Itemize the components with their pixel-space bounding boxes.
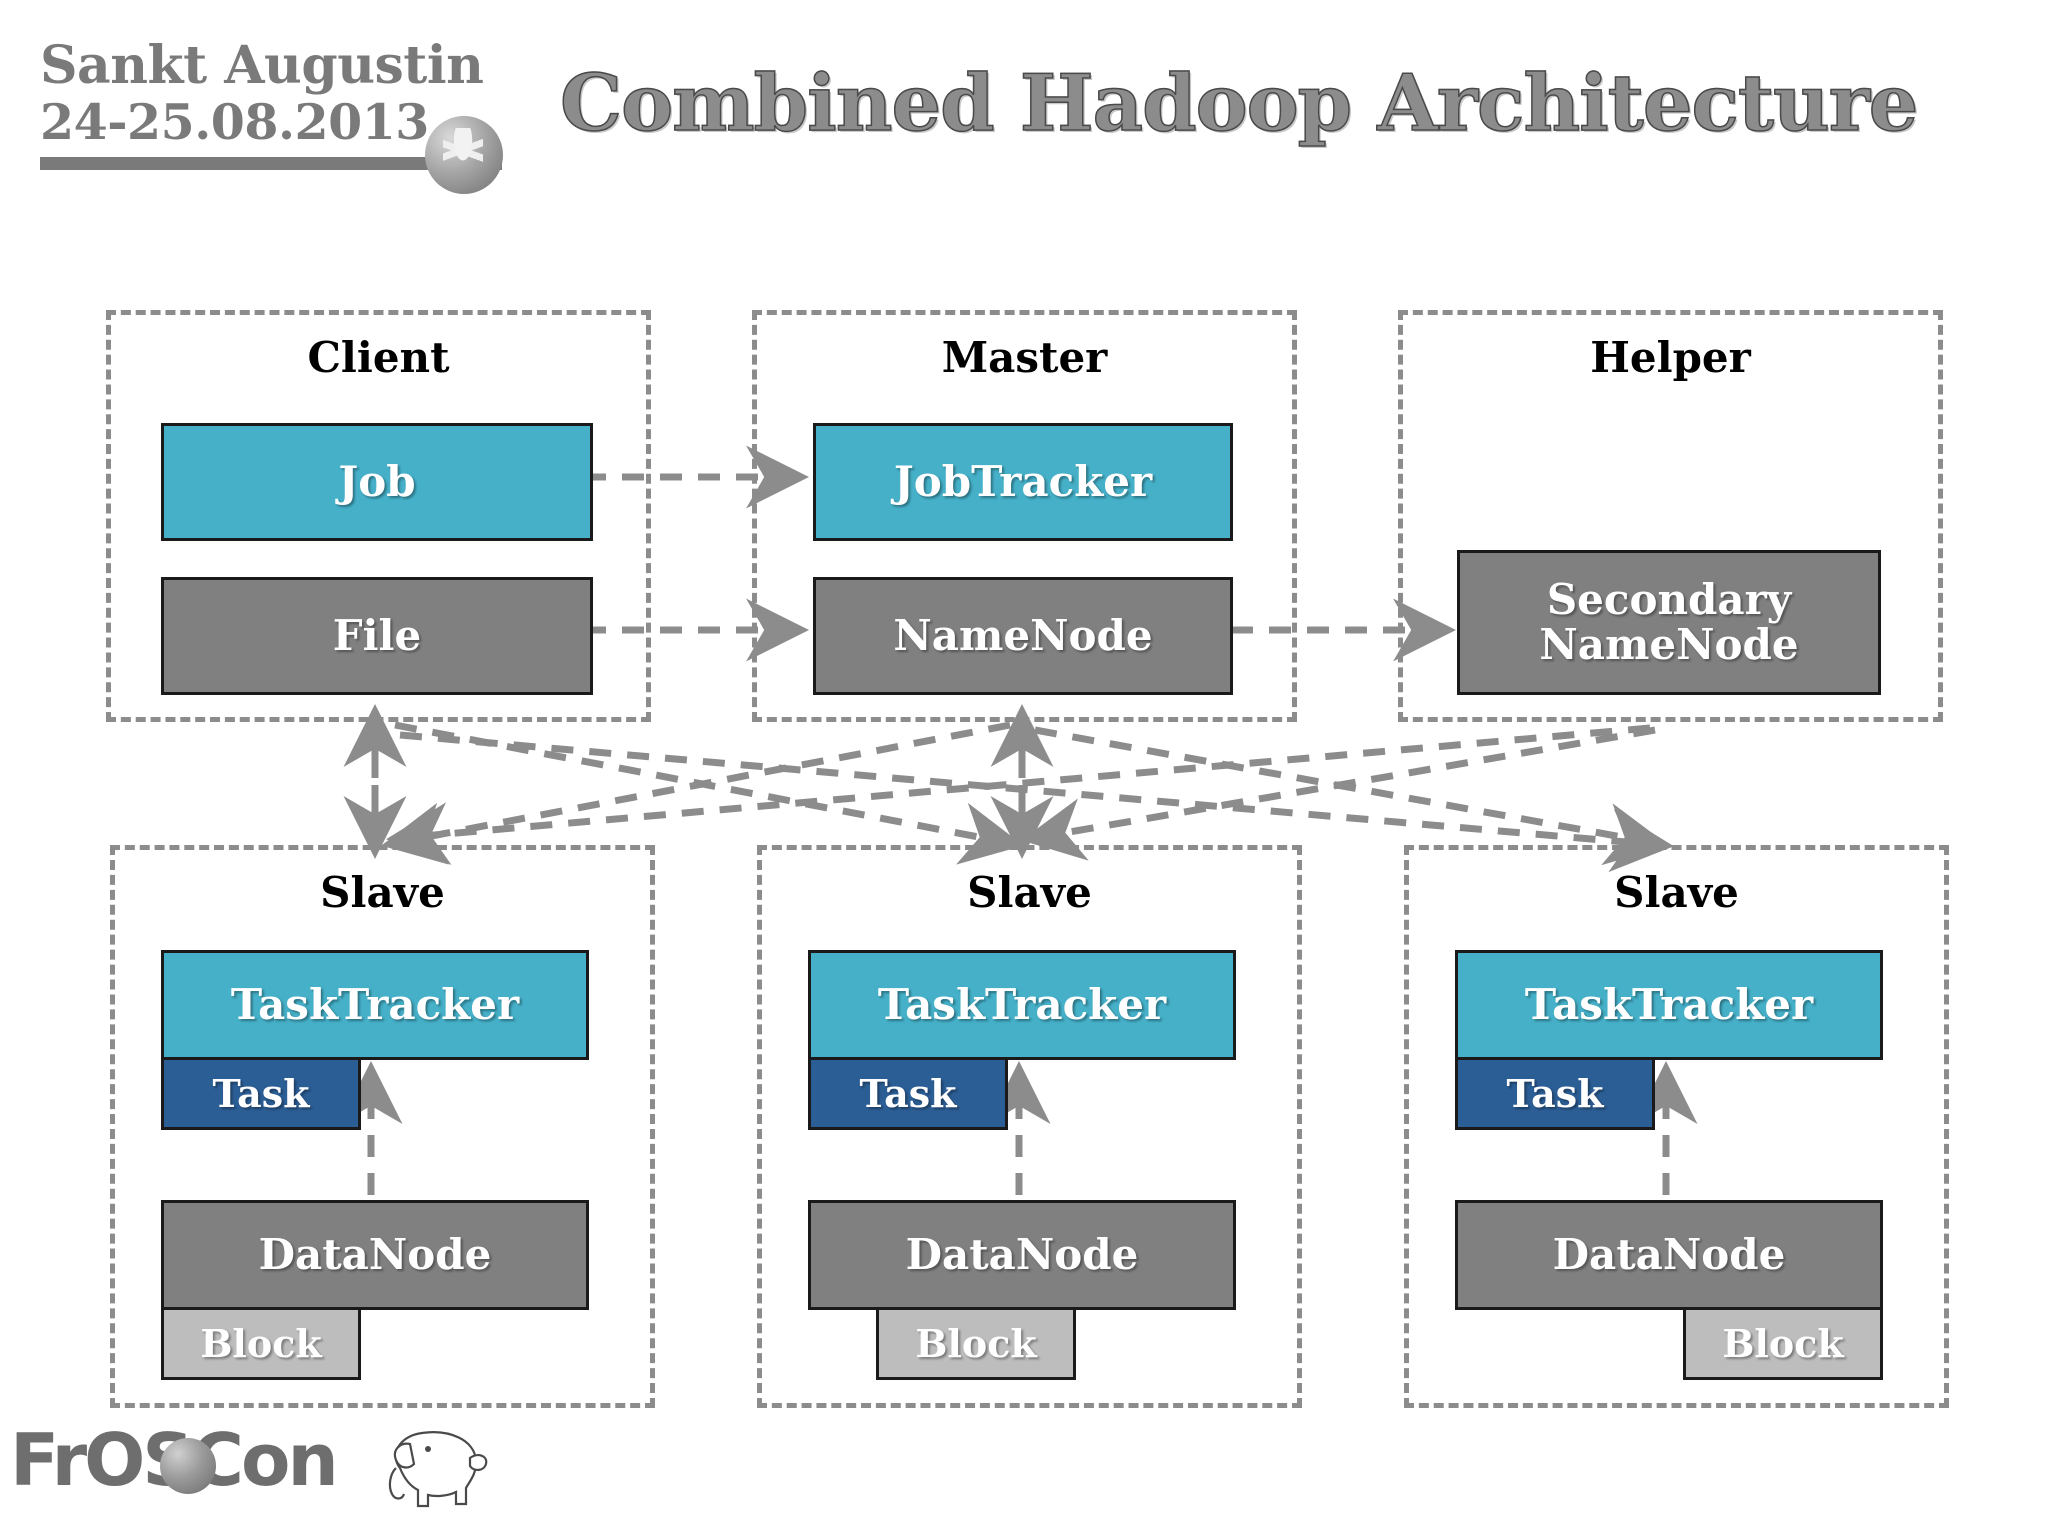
- node-label-block-2: Block: [915, 1320, 1037, 1366]
- node-label-tasktracker-1: TaskTracker: [230, 979, 520, 1029]
- node-label-datanode-2: DataNode: [905, 1229, 1139, 1279]
- group-title-client: Client: [307, 333, 450, 382]
- node-label-block-3: Block: [1722, 1320, 1844, 1366]
- node-tasktracker-1[interactable]: TaskTracker: [161, 950, 589, 1060]
- node-label-job: Job: [338, 456, 416, 506]
- group-client: Client Job File: [106, 310, 651, 722]
- group-master: Master JobTracker NameNode: [752, 310, 1297, 722]
- node-label-datanode-1: DataNode: [258, 1229, 492, 1279]
- node-label-task-3: Task: [1506, 1070, 1604, 1116]
- node-namenode[interactable]: NameNode: [813, 577, 1233, 695]
- group-slave-2: Slave TaskTracker Task DataNode Block: [757, 845, 1302, 1408]
- node-label-tasktracker-3: TaskTracker: [1524, 979, 1814, 1029]
- node-label-block-1: Block: [200, 1320, 322, 1366]
- node-jobtracker[interactable]: JobTracker: [813, 423, 1233, 541]
- node-block-1[interactable]: Block: [161, 1307, 361, 1380]
- node-label-task-2: Task: [859, 1070, 957, 1116]
- slide-footer: FrOSCon Except where otherwise noted, th…: [0, 1396, 2048, 1536]
- group-title-slave-1: Slave: [320, 868, 445, 917]
- node-datanode-2[interactable]: DataNode: [808, 1200, 1236, 1310]
- group-title-master: Master: [941, 333, 1108, 382]
- node-label-tasktracker-2: TaskTracker: [877, 979, 1167, 1029]
- hadoop-elephant-icon: [388, 1431, 488, 1508]
- page-title: Combined Hadoop Architecture: [559, 57, 1960, 150]
- group-slave-1: Slave TaskTracker Task DataNode Block: [110, 845, 655, 1408]
- node-tasktracker-3[interactable]: TaskTracker: [1455, 950, 1883, 1060]
- node-task-3[interactable]: Task: [1455, 1057, 1655, 1130]
- node-task-1[interactable]: Task: [161, 1057, 361, 1130]
- node-tasktracker-2[interactable]: TaskTracker: [808, 950, 1236, 1060]
- node-datanode-1[interactable]: DataNode: [161, 1200, 589, 1310]
- node-label-file: File: [332, 610, 422, 660]
- event-date: 24-25.08.2013: [40, 93, 429, 151]
- node-label-secondary-namenode: Secondary NameNode: [1539, 575, 1799, 669]
- event-city: Sankt Augustin: [40, 35, 484, 96]
- event-brand-block: Sankt Augustin 24-25.08.2013: [40, 35, 510, 194]
- node-secondary-namenode[interactable]: Secondary NameNode: [1457, 550, 1881, 695]
- node-label-datanode-3: DataNode: [1552, 1229, 1786, 1279]
- node-label-jobtracker: JobTracker: [893, 456, 1153, 506]
- group-slave-3: Slave TaskTracker Task DataNode Block: [1404, 845, 1949, 1408]
- node-datanode-3[interactable]: DataNode: [1455, 1200, 1883, 1310]
- group-title-helper: Helper: [1590, 333, 1751, 382]
- node-label-namenode: NameNode: [893, 610, 1153, 660]
- node-block-2[interactable]: Block: [876, 1307, 1076, 1380]
- node-task-2[interactable]: Task: [808, 1057, 1008, 1130]
- node-block-3[interactable]: Block: [1683, 1307, 1883, 1380]
- node-file[interactable]: File: [161, 577, 593, 695]
- node-label-task-1: Task: [212, 1070, 310, 1116]
- globe-gecko-icon: [425, 116, 503, 194]
- group-helper: Helper Secondary NameNode: [1398, 310, 1943, 722]
- group-title-slave-2: Slave: [967, 868, 1092, 917]
- group-title-slave-3: Slave: [1614, 868, 1739, 917]
- brand-underline: [40, 157, 502, 170]
- globe-icon: [160, 1438, 216, 1494]
- node-job[interactable]: Job: [161, 423, 593, 541]
